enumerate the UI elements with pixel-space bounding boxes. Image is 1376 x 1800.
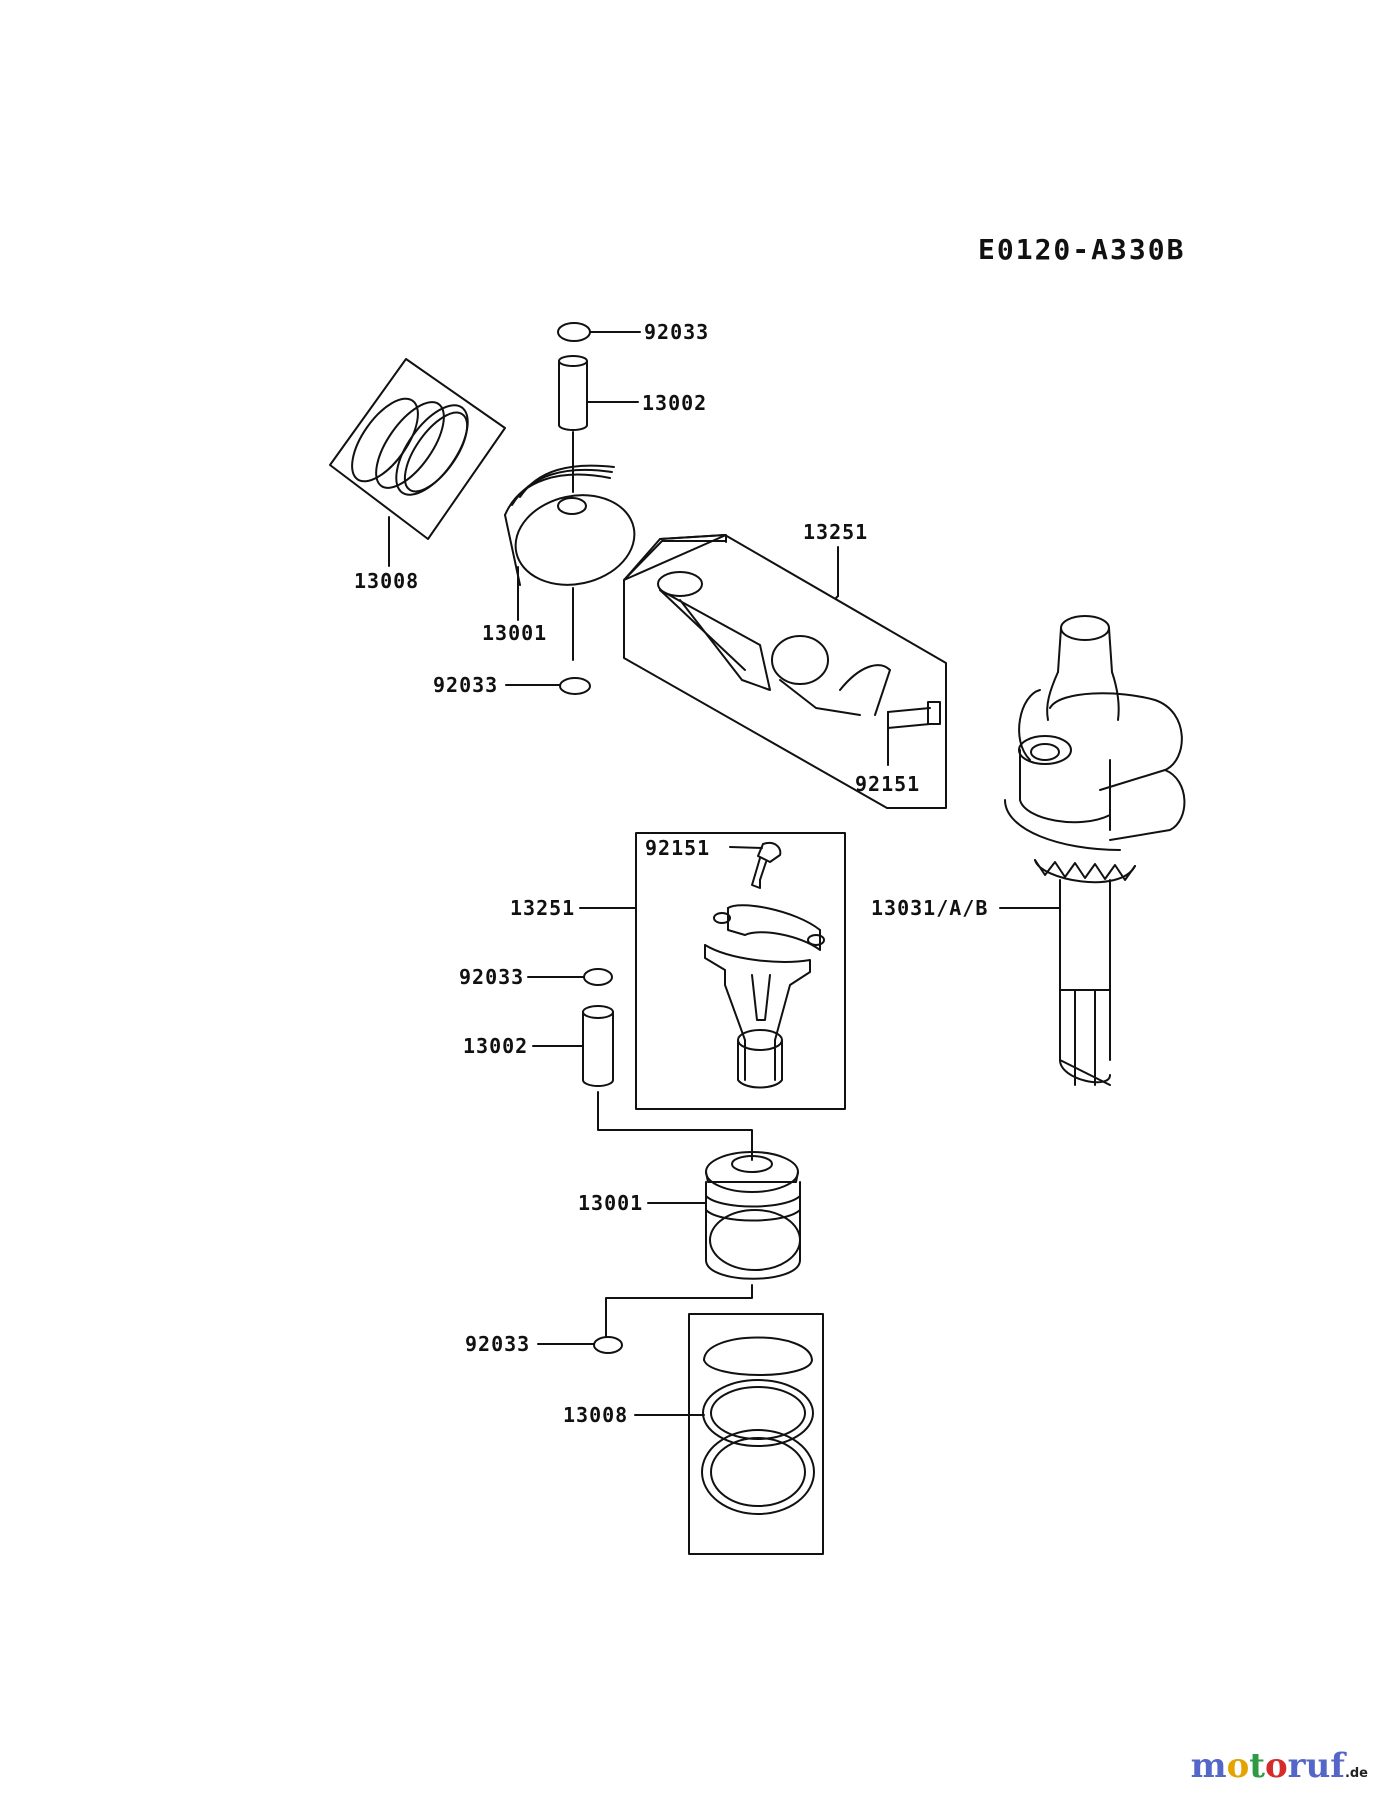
watermark-part: o — [1264, 1746, 1288, 1786]
callout-snap-ring-top: 92033 — [644, 320, 710, 344]
callout-ring-set-top: 13008 — [354, 569, 420, 593]
callout-snap-ring-lower-bottom: 92033 — [465, 1332, 531, 1356]
piston-ring-set-top — [329, 358, 506, 567]
watermark-part: ruf — [1287, 1746, 1345, 1786]
callout-rod-assembly-lower: 13251 — [510, 896, 576, 920]
watermark-part: t — [1249, 1746, 1265, 1786]
callout-snap-ring-mid-left: 92033 — [433, 673, 499, 697]
callout-snap-ring-lower-upper: 92033 — [459, 965, 525, 989]
piston-pin-lower — [532, 1005, 753, 1161]
snap-ring-lower-bottom — [537, 1336, 623, 1354]
crankshaft — [999, 615, 1186, 1086]
callout-crankshaft: 13031/A/B — [871, 896, 989, 920]
watermark-tld: .de — [1344, 1766, 1368, 1781]
snap-ring-top — [557, 322, 641, 342]
watermark-part: o — [1226, 1746, 1250, 1786]
piston-lower — [605, 1151, 801, 1338]
watermark-part: m — [1190, 1746, 1227, 1786]
connecting-rod-assembly-lower — [579, 832, 846, 1110]
site-watermark-logo: motoruf.de — [1191, 1746, 1368, 1794]
callout-piston-top: 13001 — [482, 621, 548, 645]
callout-ring-set-lower: 13008 — [563, 1403, 629, 1427]
piston-pin-top — [558, 355, 639, 493]
callout-piston-pin-top: 13002 — [642, 391, 708, 415]
diagram-code: E0120-A330B — [978, 233, 1186, 266]
piston-top — [504, 464, 636, 661]
callout-bolt-lower: 92151 — [645, 836, 711, 860]
callout-bolt-top: 92151 — [855, 772, 921, 796]
callout-rod-assembly-top: 13251 — [803, 520, 869, 544]
connecting-rod-assembly-top — [623, 534, 947, 809]
callout-piston-lower: 13001 — [578, 1191, 644, 1215]
snap-ring-lower-upper — [527, 968, 613, 986]
piston-ring-set-lower — [634, 1313, 824, 1555]
snap-ring-mid-left — [505, 677, 591, 695]
callout-piston-pin-lower: 13002 — [463, 1034, 529, 1058]
